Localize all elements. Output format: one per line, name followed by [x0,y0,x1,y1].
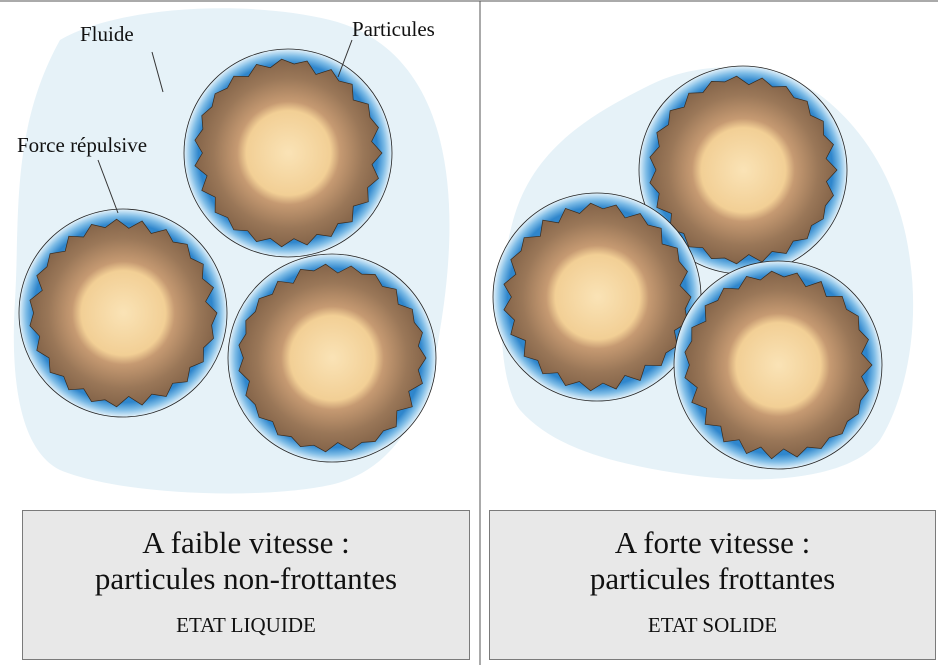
right-caption-line2: particules frottantes [490,561,935,597]
particle-right-left [493,193,701,401]
repulsive-force-label: Force répulsive [17,133,147,158]
particle-left-right [228,254,436,462]
left-caption-box: A faible vitesse : particules non-frotta… [22,510,470,660]
right-caption-line1: A forte vitesse : [490,525,935,561]
left-caption-line1: A faible vitesse : [23,525,469,561]
right-caption-box: A forte vitesse : particules frottantes … [489,510,936,660]
fluid-label: Fluide [80,22,134,47]
right-state-label: ETAT SOLIDE [490,613,935,638]
particle-left-top [184,49,392,257]
particles-label: Particules [352,17,435,42]
particle-left-bottom [19,209,227,417]
particle-right-bottom [674,261,882,469]
left-state-label: ETAT LIQUIDE [23,613,469,638]
left-caption-line2: particules non-frottantes [23,561,469,597]
